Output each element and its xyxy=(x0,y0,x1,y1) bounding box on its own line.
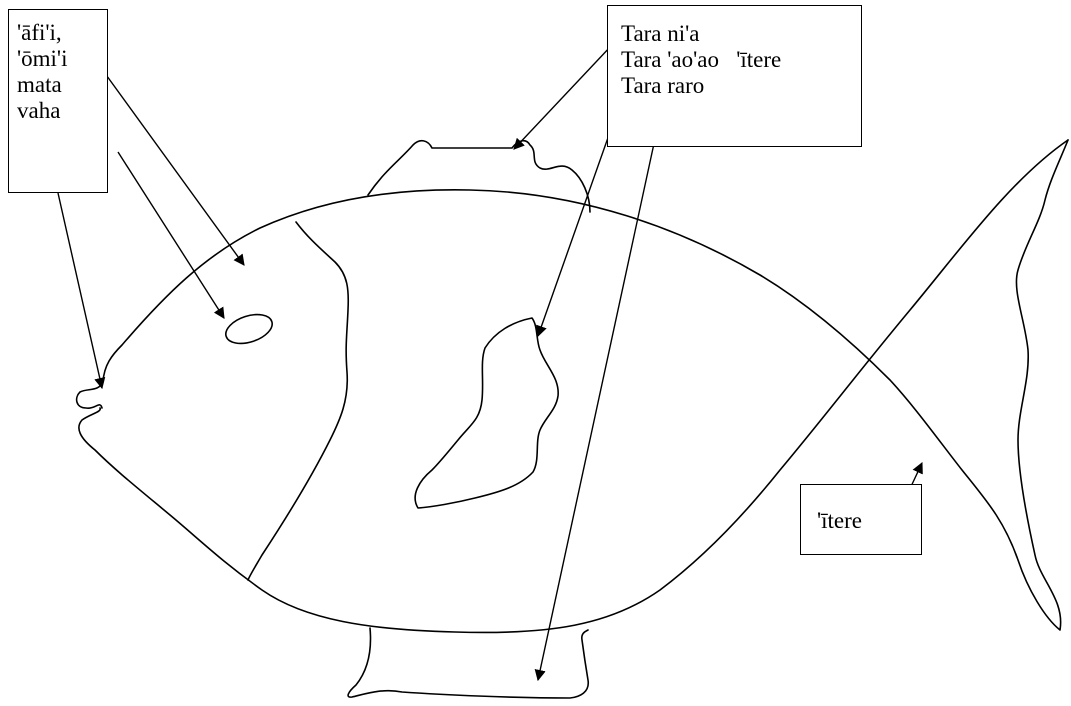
body-label-line-3: Tara raro xyxy=(621,73,861,99)
dorsal-fin xyxy=(368,141,590,212)
head-parts-label-box: 'āfi'i, 'ōmi'i mata vaha xyxy=(8,9,108,193)
body-label-line-2: Tara 'ao'ao 'ītere xyxy=(621,47,861,73)
gill-line xyxy=(248,222,348,580)
side-spot xyxy=(415,318,558,508)
tail-crossing-line xyxy=(79,140,1068,633)
tail-label-line-1: 'ītere xyxy=(817,508,921,534)
ventral-fin xyxy=(348,628,588,698)
tail-label-box: 'ītere xyxy=(800,484,922,555)
arrow-head-to-cheek xyxy=(104,72,244,265)
head-label-line-1: 'āfi'i, xyxy=(17,20,107,46)
eye xyxy=(222,309,276,349)
head-label-line-3: mata xyxy=(17,72,107,98)
arrow-head-to-mouth xyxy=(58,193,102,388)
fish-body-outline xyxy=(103,140,1068,630)
body-parts-label-box: Tara ni'a Tara 'ao'ao 'ītere Tara raro xyxy=(607,5,862,147)
head-label-line-2: 'ōmi'i xyxy=(17,46,107,72)
mouth xyxy=(77,382,103,408)
head-label-line-4: vaha xyxy=(17,98,107,124)
body-label-line-1: Tara ni'a xyxy=(621,21,861,47)
